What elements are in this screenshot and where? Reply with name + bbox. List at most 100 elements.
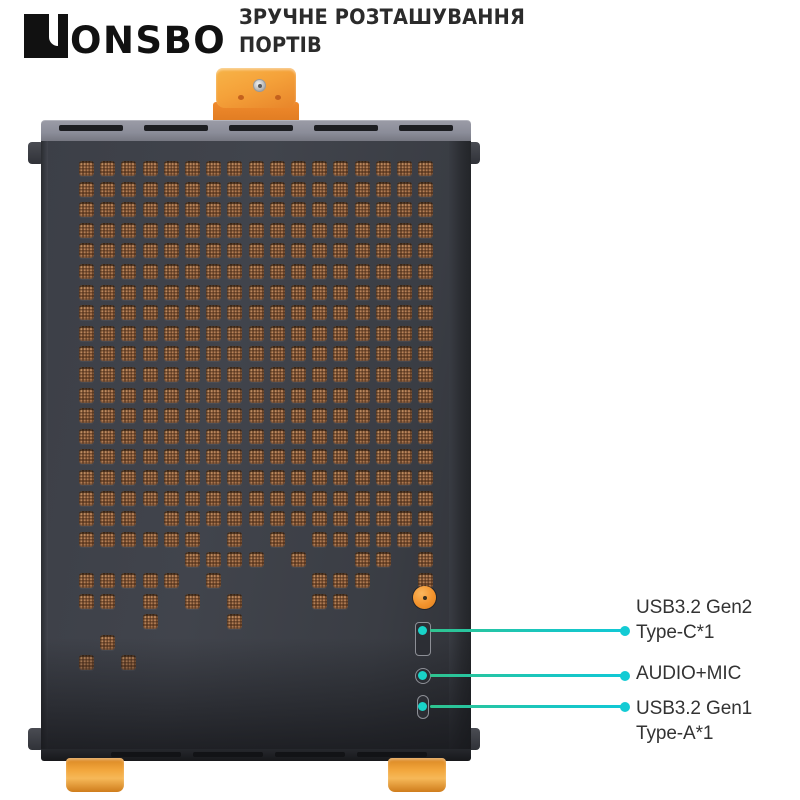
mesh-hole	[163, 531, 179, 547]
mesh-hole	[291, 470, 306, 485]
mesh-hole	[291, 387, 306, 403]
mesh-hole	[354, 243, 370, 259]
mesh-hole	[375, 243, 391, 259]
mesh-hole	[227, 222, 243, 238]
mesh-hole	[354, 428, 370, 444]
mesh-hole	[397, 222, 412, 238]
mesh-hole	[312, 161, 328, 176]
mesh-hole	[142, 243, 158, 259]
mesh-hole	[418, 305, 434, 321]
mesh-hole	[121, 511, 137, 527]
mesh-hole	[375, 490, 391, 506]
mesh-hole	[333, 593, 349, 609]
mesh-hole	[397, 387, 412, 403]
mesh-hole	[291, 222, 306, 238]
mesh-hole	[354, 325, 370, 341]
mesh-hole	[206, 202, 222, 218]
mesh-hole	[100, 284, 116, 300]
mesh-hole	[100, 573, 116, 588]
mesh-hole	[185, 305, 200, 321]
mesh-hole	[418, 202, 434, 218]
mesh-hole	[418, 243, 434, 259]
mesh-hole	[79, 202, 94, 218]
mesh-hole	[79, 222, 94, 238]
top-vent-slot-3	[314, 125, 378, 131]
mesh-hole	[354, 181, 370, 197]
mesh-hole	[312, 573, 328, 588]
mesh-hole	[418, 511, 434, 527]
mesh-hole	[248, 305, 264, 321]
mesh-hole	[142, 614, 158, 630]
mesh-hole	[185, 470, 200, 485]
mesh-hole	[185, 552, 200, 568]
case-right-edge	[449, 141, 471, 758]
mesh-hole	[79, 264, 94, 279]
mesh-hole	[206, 387, 222, 403]
mesh-hole	[418, 408, 434, 424]
mesh-hole	[142, 325, 158, 341]
mesh-hole	[375, 284, 391, 300]
mesh-hole	[397, 346, 412, 362]
mesh-hole	[79, 325, 94, 341]
mesh-hole	[185, 428, 200, 444]
mesh-hole	[185, 511, 200, 527]
mesh-hole	[79, 449, 94, 465]
mesh-hole	[206, 408, 222, 424]
mesh-hole	[121, 490, 137, 506]
mesh-hole	[121, 284, 137, 300]
mesh-hole	[227, 614, 243, 630]
mesh-hole	[397, 470, 412, 485]
mesh-hole	[354, 161, 370, 176]
mesh-hole	[185, 181, 200, 197]
mesh-hole	[185, 264, 200, 279]
mesh-hole	[269, 202, 285, 218]
mesh-hole	[121, 531, 137, 547]
mesh-hole	[248, 325, 264, 341]
mesh-hole	[163, 325, 179, 341]
mesh-hole	[185, 387, 200, 403]
mesh-hole	[397, 531, 412, 547]
mesh-hole	[354, 531, 370, 547]
jonsbo-j-mark-icon	[24, 14, 68, 58]
case-left-edge	[41, 141, 48, 758]
callout-line-usb-c-gen2	[430, 629, 626, 632]
mesh-hole	[333, 161, 349, 176]
mesh-hole	[375, 346, 391, 362]
mesh-hole	[227, 408, 243, 424]
mesh-hole	[375, 552, 391, 568]
mesh-hole	[312, 408, 328, 424]
mesh-hole	[354, 490, 370, 506]
mesh-hole	[375, 181, 391, 197]
mesh-hole	[248, 428, 264, 444]
callout-port-dot-audio-mic	[418, 671, 427, 680]
mesh-hole	[100, 531, 116, 547]
callout-label-usb-a-gen1: USB3.2 Gen1 Type-A*1	[636, 698, 753, 744]
mesh-hole	[79, 531, 94, 547]
mesh-hole	[100, 449, 116, 465]
power-button[interactable]	[413, 586, 436, 609]
mesh-hole	[121, 305, 137, 321]
mesh-hole	[354, 552, 370, 568]
mesh-hole	[121, 181, 137, 197]
pc-case-illustration	[28, 68, 480, 792]
mesh-hole	[312, 428, 328, 444]
mesh-hole	[291, 428, 306, 444]
mesh-hole	[163, 573, 179, 588]
mesh-hole	[354, 470, 370, 485]
mesh-hole	[163, 346, 179, 362]
mesh-hole	[333, 284, 349, 300]
foot-right	[388, 758, 446, 792]
mesh-hole	[206, 346, 222, 362]
mesh-hole	[163, 222, 179, 238]
mesh-hole	[227, 367, 243, 382]
mesh-hole	[100, 490, 116, 506]
mesh-hole	[227, 243, 243, 259]
mesh-hole	[333, 408, 349, 424]
mesh-hole	[397, 325, 412, 341]
mesh-hole	[269, 181, 285, 197]
mesh-hole	[418, 161, 434, 176]
mesh-hole	[163, 367, 179, 382]
mesh-hole	[418, 264, 434, 279]
mesh-hole	[397, 284, 412, 300]
mesh-hole	[397, 490, 412, 506]
